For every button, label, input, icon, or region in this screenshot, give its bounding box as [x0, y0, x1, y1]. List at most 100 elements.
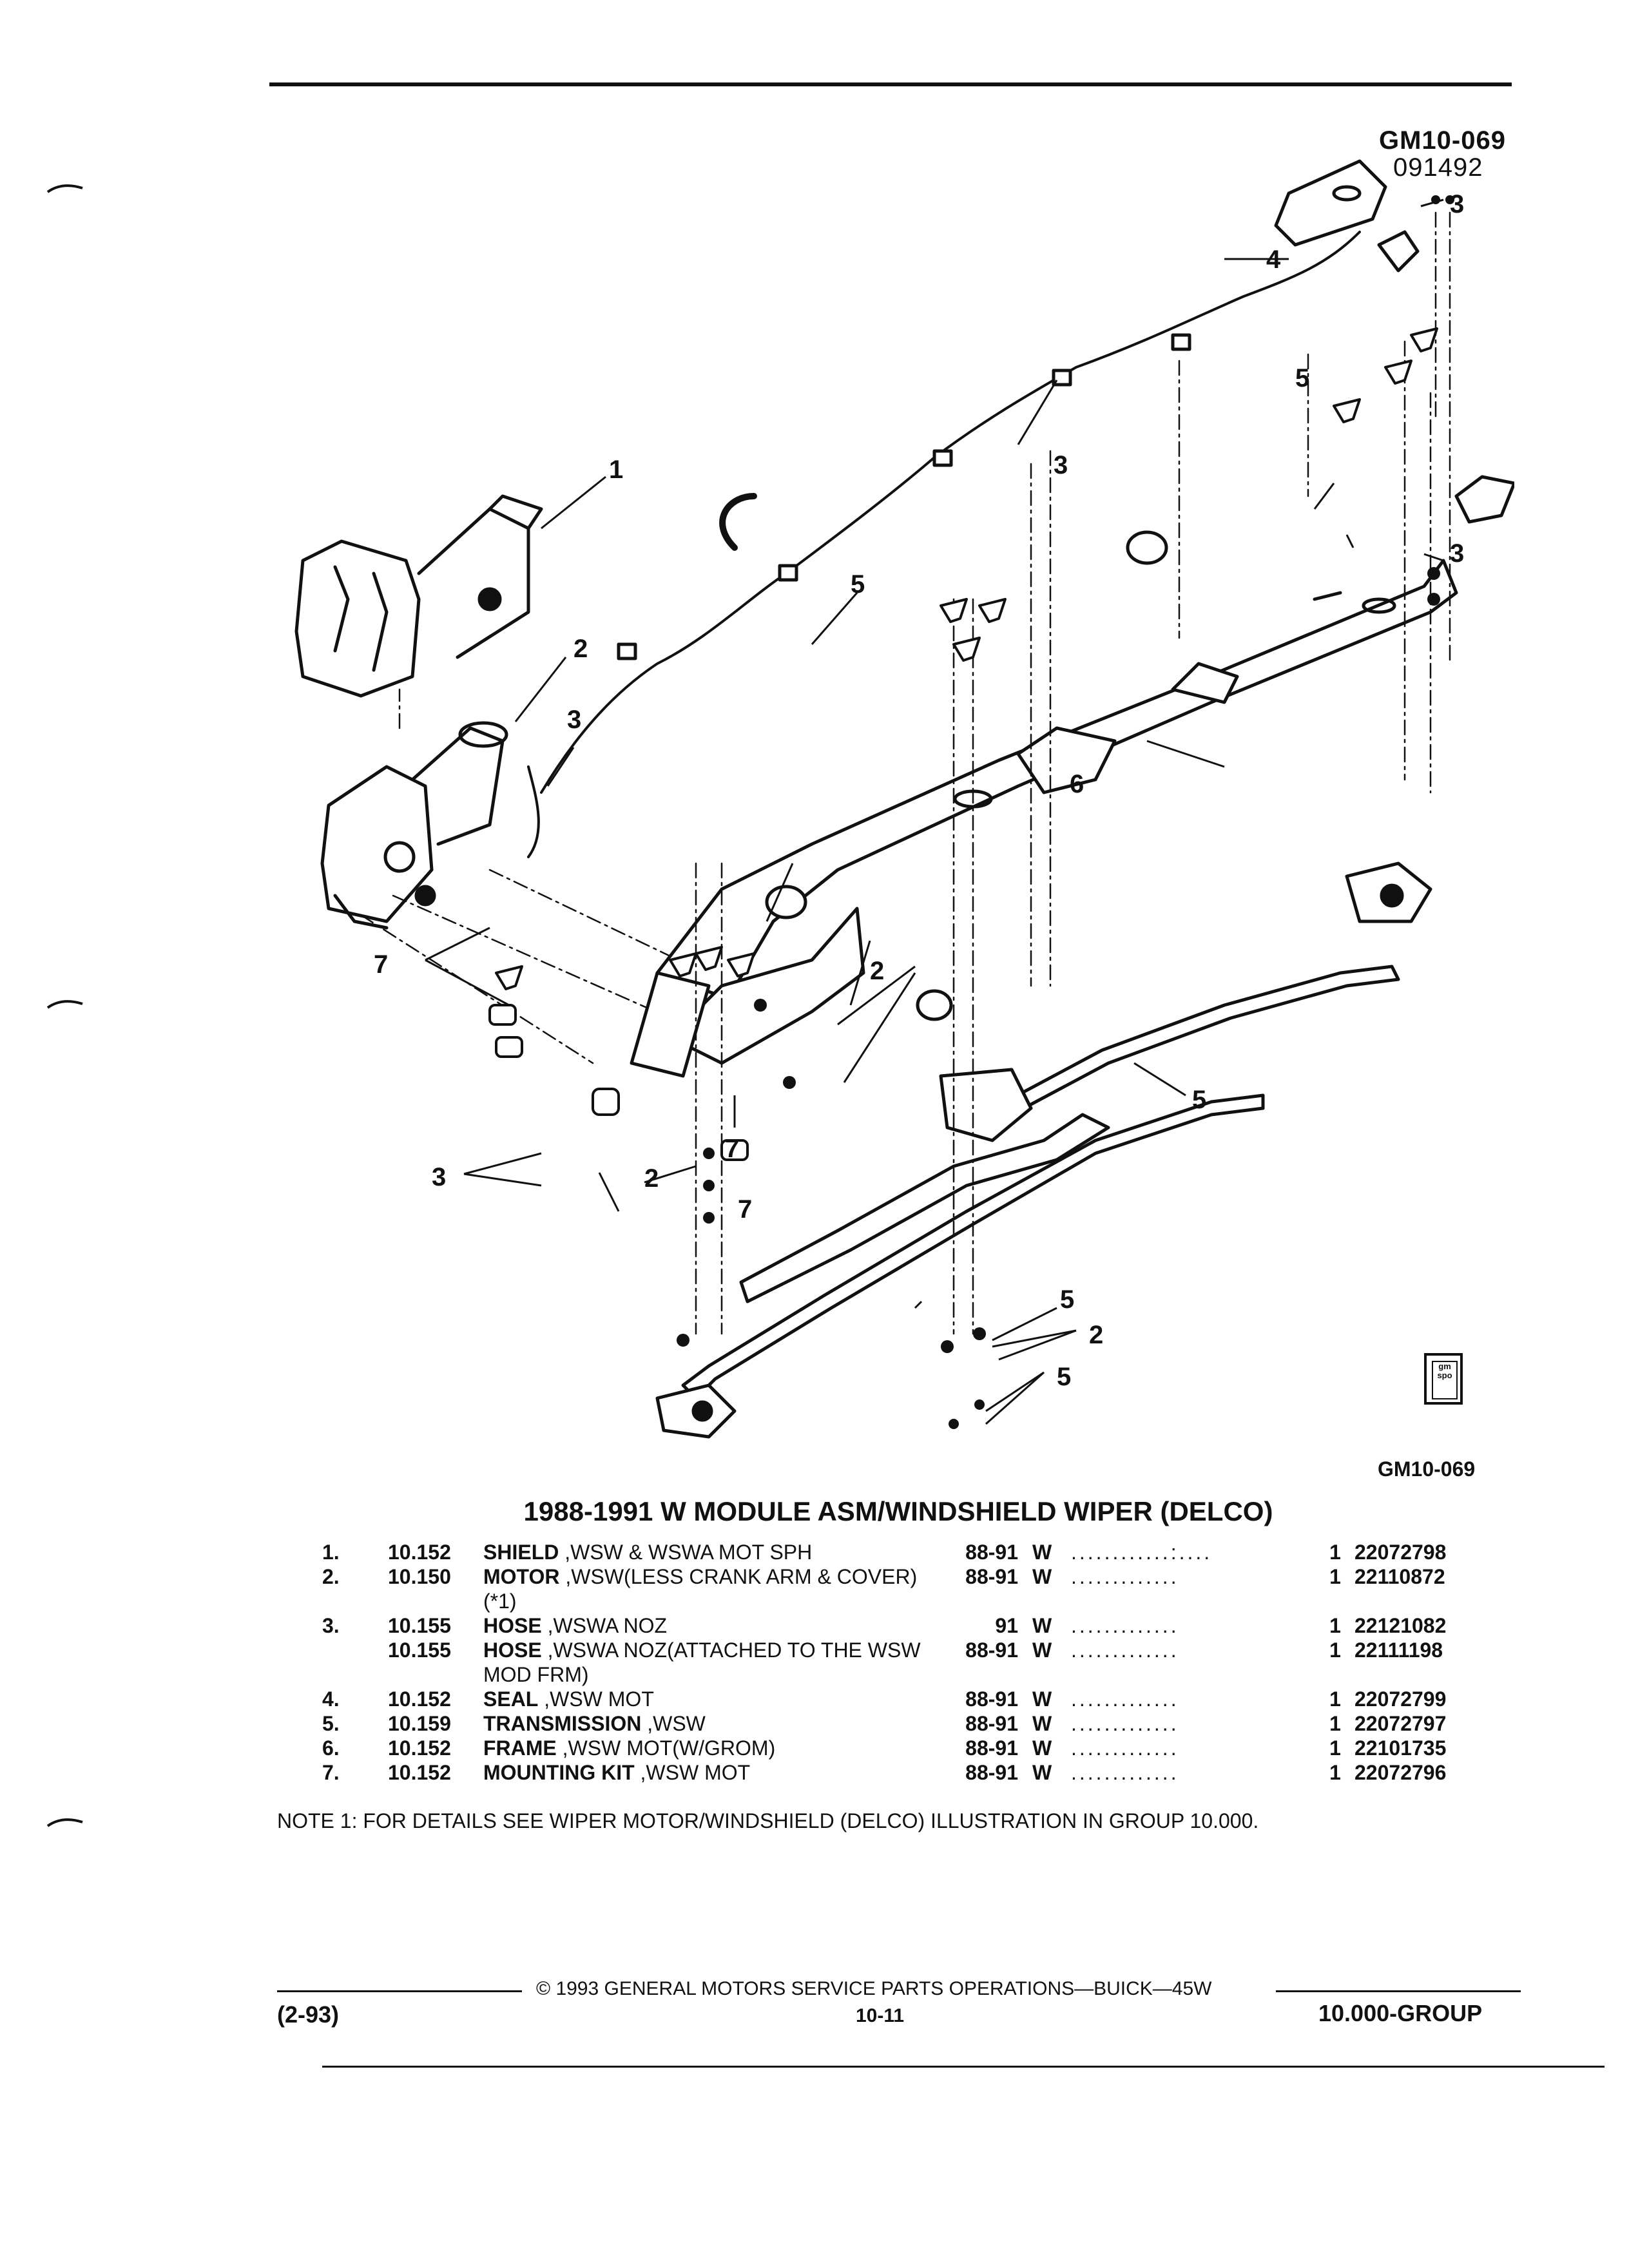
part-name: MOTOR: [483, 1565, 560, 1588]
group-number: 10.152: [388, 1687, 451, 1711]
page-title: 1988-1991 W MODULE ASM/WINDSHIELD WIPER …: [523, 1496, 1273, 1526]
leader-dots: .............: [1071, 1565, 1179, 1588]
part-detail: ,WSWA NOZ: [541, 1614, 668, 1637]
part-detail: ,WSW: [641, 1712, 706, 1735]
callout-3-bottom: 3: [432, 1163, 446, 1191]
model-years: 91: [995, 1614, 1018, 1637]
model-code: W: [1032, 1687, 1052, 1711]
leader-dots: .............: [1071, 1761, 1179, 1784]
motor-part: [320, 721, 508, 930]
leader-dots: .............: [1071, 1614, 1179, 1637]
leader-dots: .............: [1071, 1712, 1179, 1735]
figure-id-top: GM10-069: [1379, 126, 1506, 155]
part-number: 22101735: [1354, 1736, 1447, 1760]
group-number: 10.152: [388, 1541, 451, 1564]
callout-2-bracket: 2: [870, 957, 884, 985]
table-row: 10.155 HOSE ,WSWA NOZ(ATTACHED TO THE WSW…: [322, 1638, 1540, 1687]
model-code: W: [1032, 1736, 1052, 1760]
item-number: 5.: [322, 1712, 340, 1735]
gmspo-logo-text: gm spo: [1432, 1361, 1458, 1399]
transmission-part: [655, 861, 1432, 1439]
quantity: 1: [1329, 1639, 1341, 1662]
quantity: 1: [1329, 1541, 1341, 1564]
quantity: 1: [1329, 1736, 1341, 1760]
callout-3-right: 3: [1450, 539, 1464, 568]
leader-dots: ............:....: [1071, 1541, 1213, 1564]
part-number: 22072798: [1354, 1541, 1447, 1564]
part-number: 22110872: [1354, 1565, 1445, 1588]
part-number: 22072799: [1354, 1687, 1447, 1711]
model-code: W: [1032, 1761, 1052, 1784]
item-number: [322, 1638, 388, 1687]
part-description: MOUNTING KIT ,WSW MOT: [483, 1760, 928, 1785]
margin-mark-2: [46, 1000, 83, 1009]
footer-revision: (2-93): [277, 2001, 340, 2028]
part-description: SHIELD ,WSW & WSWA MOT SPH: [483, 1540, 928, 1564]
callout-2-lower: 2: [644, 1164, 659, 1193]
part-description: MOTOR ,WSW(LESS CRANK ARM & COVER)(*1): [483, 1564, 928, 1613]
part-name: SHIELD: [483, 1541, 559, 1564]
model-years: 88-91: [965, 1687, 1018, 1711]
bottom-rule: [322, 2066, 1605, 2068]
group-number: 10.150: [388, 1565, 451, 1588]
part-detail: ,WSW(LESS CRANK ARM & COVER): [559, 1565, 918, 1588]
model-years: 88-91: [965, 1761, 1018, 1784]
group-number: 10.152: [388, 1761, 451, 1784]
wiper-module-diagram: 1 2 3 4 3 3 5 3 5 6 5 2 7 3 2 7 7 5 2 5: [294, 159, 1514, 1439]
footer-copyright: © 1993 GENERAL MOTORS SERVICE PARTS OPER…: [536, 1978, 1212, 1999]
model-code: W: [1032, 1565, 1052, 1588]
model-years: 88-91: [965, 1712, 1018, 1735]
callout-5-lower: 5: [1060, 1285, 1074, 1314]
quantity: 1: [1329, 1565, 1341, 1588]
part-detail: ,WSW MOT(W/GROM): [556, 1736, 776, 1760]
callout-7-lower: 7: [738, 1195, 752, 1224]
callout-7-mid: 7: [725, 1135, 739, 1163]
part-name: TRANSMISSION: [483, 1712, 642, 1735]
item-number: 2.: [322, 1565, 340, 1588]
part-description: HOSE ,WSWA NOZ: [483, 1613, 928, 1638]
part-description: TRANSMISSION ,WSW: [483, 1711, 928, 1736]
model-years: 88-91: [965, 1639, 1018, 1662]
leader-dots: .............: [1071, 1687, 1179, 1711]
quantity: 1: [1329, 1687, 1341, 1711]
item-number: 1.: [322, 1541, 340, 1564]
callout-3-top: 3: [1450, 190, 1464, 218]
callout-5-right: 5: [1192, 1086, 1206, 1114]
part-name: FRAME: [483, 1736, 557, 1760]
group-number: 10.155: [388, 1614, 451, 1637]
callout-5-upper: 5: [1295, 364, 1309, 392]
quantity: 1: [1329, 1712, 1341, 1735]
callout-7-left: 7: [374, 950, 388, 979]
group-number: 10.152: [388, 1736, 451, 1760]
model-code: W: [1032, 1541, 1052, 1564]
part-detail: ,WSW MOT: [634, 1761, 751, 1784]
part-description: SEAL ,WSW MOT: [483, 1687, 928, 1711]
part-name: HOSE: [483, 1639, 542, 1662]
part-number: 22111198: [1354, 1639, 1443, 1662]
part-detail: ,WSW MOT: [538, 1687, 654, 1711]
gmspo-logo: gm spo: [1424, 1353, 1463, 1405]
callout-5-mid: 5: [851, 570, 865, 599]
item-number: 7.: [322, 1761, 340, 1784]
callout-5-bottom: 5: [1057, 1363, 1071, 1391]
group-number: 10.155: [388, 1639, 451, 1662]
seal-part: [1274, 159, 1387, 247]
part-name: MOUNTING KIT: [483, 1761, 635, 1784]
callout-2: 2: [574, 635, 588, 663]
footer-group: 10.000-GROUP: [1318, 2000, 1483, 2026]
frame-part: [630, 559, 1458, 1078]
callout-3: 3: [567, 706, 581, 734]
model-years: 88-91: [965, 1541, 1018, 1564]
margin-mark-3: [46, 1818, 83, 1827]
part-number: 22121082: [1354, 1614, 1447, 1637]
footer-rule-right: [1276, 1990, 1521, 1992]
part-number: 22072797: [1354, 1712, 1447, 1735]
quantity: 1: [1329, 1614, 1341, 1637]
table-row: 1. 10.152 SHIELD ,WSW & WSWA MOT SPH 88-91 W…: [322, 1540, 1540, 1564]
model-code: W: [1032, 1712, 1052, 1735]
